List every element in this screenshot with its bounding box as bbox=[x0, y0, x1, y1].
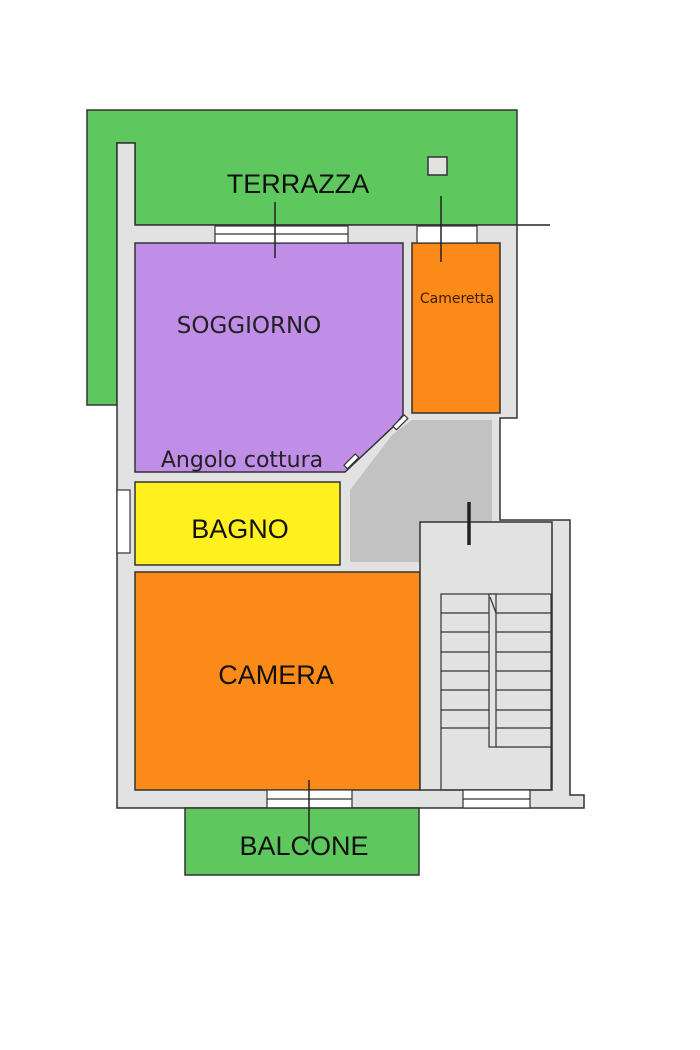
annotation-lines bbox=[274, 196, 550, 845]
doors bbox=[343, 414, 409, 470]
label-bagno: BAGNO bbox=[191, 514, 289, 544]
balcony-area bbox=[184, 807, 420, 876]
room-cameretta bbox=[411, 242, 501, 414]
room-soggiorno bbox=[134, 242, 404, 473]
label-angolo-cottura: Angolo cottura bbox=[161, 448, 323, 473]
label-balcone: BALCONE bbox=[239, 831, 368, 861]
label-terrazza: TERRAZZA bbox=[227, 169, 370, 199]
room-bagno bbox=[134, 481, 341, 566]
hallway bbox=[350, 420, 492, 562]
chimney bbox=[427, 156, 448, 176]
label-soggiorno: SOGGIORNO bbox=[177, 313, 322, 339]
label-camera: CAMERA bbox=[218, 660, 334, 690]
room-camera bbox=[134, 571, 421, 791]
label-cameretta: Cameretta bbox=[420, 291, 494, 307]
staircase bbox=[440, 593, 552, 791]
stairwell bbox=[419, 521, 553, 791]
